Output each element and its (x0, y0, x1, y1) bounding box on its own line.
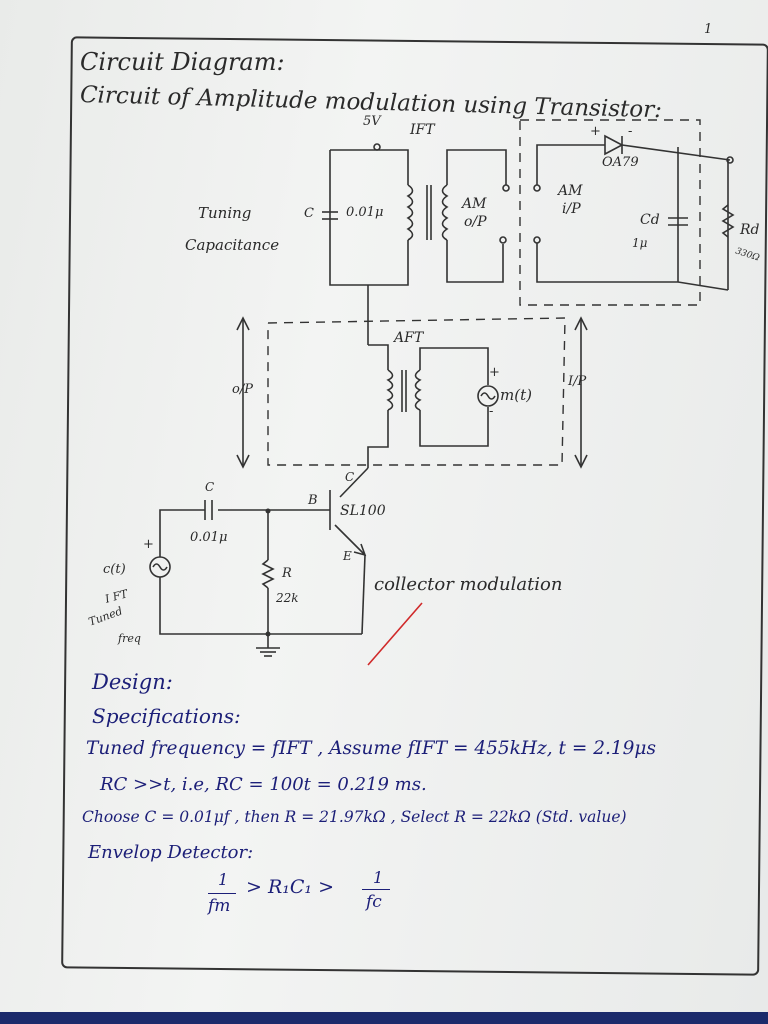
am-op-label-line2: o/P (464, 214, 487, 230)
formula-middle: > R₁C₁ > (246, 876, 334, 898)
aft-dashed-box (267, 317, 566, 466)
aft-minus-label: - (489, 404, 494, 419)
ground-junction-dot (265, 631, 271, 637)
r-value: 22k (276, 591, 299, 605)
tuning-cap-value: 0.01μ (346, 205, 384, 220)
envelope-detector-heading: Envelop Detector: (88, 842, 254, 863)
diode-output-wire (621, 144, 731, 161)
base-label: B (308, 493, 318, 508)
diode-plus-label: + (590, 124, 601, 139)
am-ip-label-line1: AM (558, 183, 583, 199)
supply-label: 5V (363, 114, 381, 129)
mt-source-icon (477, 385, 499, 407)
notebook-cover-edge (0, 1012, 768, 1024)
freq-label: freq (118, 632, 141, 645)
tuning-cap-c-label: C (304, 206, 314, 221)
am-op-terminal-top (502, 184, 510, 192)
detector-input-wire (536, 144, 605, 185)
formula-left-den: fm (208, 896, 231, 916)
collector-lead (339, 467, 369, 498)
page-number: 1 (704, 22, 713, 37)
ground-rail-wire (159, 577, 362, 635)
mt-sine-icon (480, 392, 496, 400)
tank-top-wire (330, 149, 409, 185)
transistor-label: SL100 (340, 503, 386, 519)
mt-top-wire (419, 347, 489, 385)
ift-primary-coil (406, 184, 414, 241)
mt-bottom-wire (419, 407, 489, 447)
am-ip-terminal-bottom (533, 236, 541, 244)
diode-symbol (604, 134, 624, 156)
ip-arrow-up-icon (574, 316, 588, 331)
op-label: o/P (232, 382, 253, 397)
collector-label: C (345, 470, 355, 484)
cd-value: 1μ (632, 236, 648, 250)
output-node (726, 156, 734, 164)
op-arrow-down-icon (236, 454, 250, 469)
ct-sine-icon (152, 563, 168, 571)
formula-left-num: 1 (218, 870, 229, 889)
red-check-mark (367, 602, 423, 666)
specifications-heading: Specifications: (92, 704, 241, 728)
am-ip-terminal-top (533, 184, 541, 192)
formula-right-den: fc (366, 892, 382, 912)
aft-label: AFT (394, 330, 424, 346)
r-label: R (282, 566, 292, 581)
r-resistor (261, 559, 275, 589)
am-op-label-line1: AM (462, 196, 487, 212)
design-line-2: RC >>t, i.e, RC = 100t = 0.219 ms. (100, 774, 427, 795)
mt-label: m(t) (500, 386, 532, 404)
ct-plus-label: + (143, 537, 154, 552)
emitter-label: E (343, 549, 352, 563)
ift-secondary-top-wire (446, 149, 507, 185)
aft-plus-label: + (489, 365, 500, 380)
rd-label: Rd (740, 222, 760, 238)
supply-node (373, 143, 381, 151)
aft-primary-bottom-wire (367, 410, 389, 468)
emitter-to-ground-wire (361, 554, 366, 635)
formula-left-fraction-bar (208, 893, 236, 894)
aft-primary-top-wire (368, 344, 389, 370)
ip-label: I/P (568, 374, 587, 389)
am-op-terminal-bottom (499, 236, 507, 244)
diode-minus-label: - (628, 124, 633, 139)
ift-label: IFT (410, 122, 435, 138)
design-line-3: Choose C = 0.01μf , then R = 21.97kΩ , S… (82, 808, 627, 826)
rd-resistor (721, 204, 735, 238)
formula-right-num: 1 (373, 868, 384, 887)
page-title: Circuit Diagram: (80, 48, 285, 76)
aft-primary-coil (386, 369, 394, 411)
aft-secondary-coil (414, 369, 422, 411)
ift-secondary-bottom-wire (446, 240, 504, 283)
ct-label: c(t) (103, 562, 126, 577)
ct-top-wire (159, 509, 205, 557)
design-heading: Design: (92, 670, 173, 694)
ift-secondary-coil (441, 184, 449, 241)
ip-arrow-down-icon (574, 454, 588, 469)
cd-label: Cd (640, 212, 660, 228)
emitter-lead (334, 524, 366, 556)
tuning-label-line1: Tuning (198, 204, 252, 222)
coupling-cap-value: 0.01μ (190, 530, 228, 545)
collector-modulation-label: collector modulation (374, 574, 563, 595)
tuning-label-line2: Capacitance (185, 236, 280, 254)
coupling-cap-c-label: C (205, 480, 215, 494)
detector-dashed-box (519, 119, 701, 306)
op-arrow-up-icon (236, 316, 250, 331)
formula-right-fraction-bar (362, 889, 390, 890)
diode-label: OA79 (602, 155, 639, 170)
design-line-1: Tuned frequency = fIFT , Assume fIFT = 4… (86, 738, 656, 759)
am-ip-label-line2: i/P (562, 201, 581, 217)
detector-ground-wire (536, 243, 729, 291)
